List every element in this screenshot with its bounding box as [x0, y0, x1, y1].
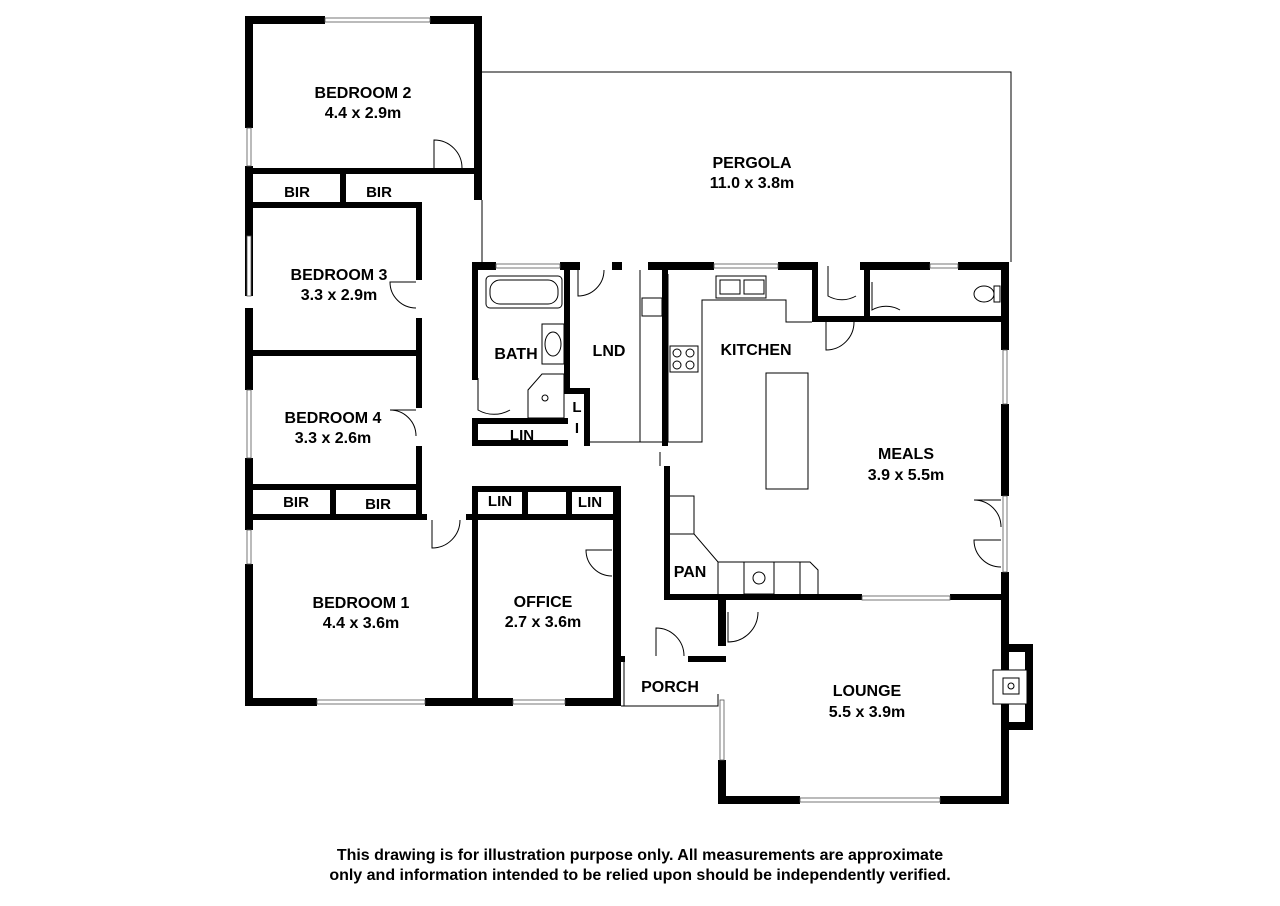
disclaimer: This drawing is for illustration purpose… [0, 846, 1280, 886]
label-meals-size: 3.9 x 5.5m [868, 467, 945, 484]
fixtures [485, 270, 1028, 707]
label-lounge-name: LOUNGE [833, 683, 902, 700]
label-bir-2: BIR [366, 184, 392, 201]
walls [245, 16, 1033, 804]
label-lin-bath: LIN [510, 427, 534, 444]
disclaimer-line-1: This drawing is for illustration purpose… [336, 847, 944, 864]
label-bedroom2-size: 4.4 x 2.9m [325, 105, 402, 122]
label-bir-3: BIR [283, 494, 309, 511]
label-laundry: LND [593, 343, 626, 360]
room-labels: BEDROOM 2 4.4 x 2.9m PERGOLA 11.0 x 3.8m… [283, 85, 944, 721]
label-li-top: L [572, 399, 581, 416]
label-bir-4: BIR [365, 496, 391, 513]
doors [389, 139, 1002, 657]
label-pantry: PAN [674, 564, 707, 581]
label-bedroom3-name: BEDROOM 3 [291, 267, 388, 284]
label-meals-name: MEALS [878, 446, 934, 463]
pergola-outline [481, 71, 1012, 262]
label-pergola-name: PERGOLA [712, 155, 792, 172]
label-bedroom3-size: 3.3 x 2.9m [301, 287, 378, 304]
label-bedroom1-size: 4.4 x 3.6m [323, 615, 400, 632]
label-office-name: OFFICE [514, 594, 573, 611]
windows [246, 17, 1008, 803]
label-pergola-size: 11.0 x 3.8m [710, 175, 795, 192]
label-bedroom4-size: 3.3 x 2.6m [295, 430, 372, 447]
label-kitchen: KITCHEN [720, 342, 791, 359]
label-porch: PORCH [641, 679, 699, 696]
label-lounge-size: 5.5 x 3.9m [829, 704, 906, 721]
label-li-bottom: I [575, 420, 579, 437]
label-bedroom4-name: BEDROOM 4 [285, 410, 382, 427]
label-bedroom2-name: BEDROOM 2 [315, 85, 412, 102]
label-lin-hall-1: LIN [488, 493, 512, 510]
label-bedroom1-name: BEDROOM 1 [313, 595, 410, 612]
label-lin-hall-2: LIN [578, 494, 602, 511]
label-bath: BATH [494, 346, 537, 363]
label-bir-1: BIR [284, 184, 310, 201]
label-office-size: 2.7 x 3.6m [505, 614, 582, 631]
disclaimer-line-2: only and information intended to be reli… [329, 867, 951, 884]
